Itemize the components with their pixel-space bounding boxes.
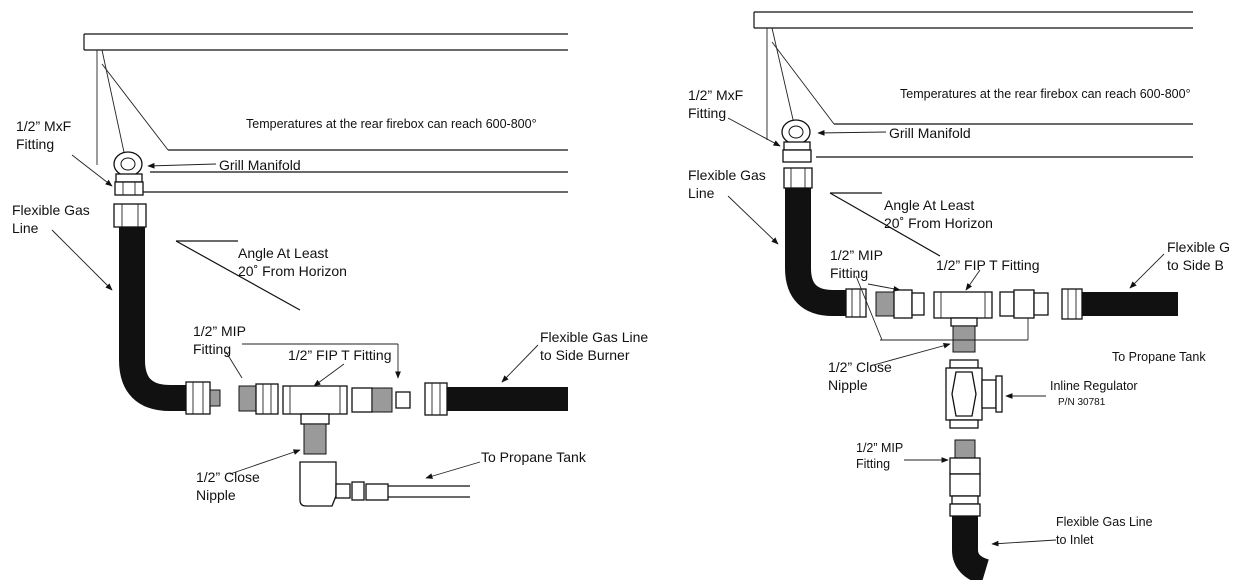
angle-note-right-2: 20˚ From Horizon [884, 215, 993, 231]
flex-side-burner-label-left-1: Flexible Gas Line [540, 329, 648, 345]
grill-manifold-label-right: Grill Manifold [889, 125, 971, 141]
fitting-chain-right [845, 288, 1083, 353]
mxf-fitting-label-left-2: Fitting [16, 136, 54, 152]
hose-coupler-top-left [113, 203, 147, 228]
temperature-note-left: Temperatures at the rear firebox can rea… [246, 117, 537, 131]
grill-manifold-label-left: Grill Manifold [219, 157, 301, 173]
elbow-to-tank-left [299, 461, 470, 507]
flex-side-burner-label-left-2: to Side Burner [540, 347, 630, 363]
mip-fitting-label-left-2: Fitting [193, 341, 231, 357]
to-propane-tank-label-right: To Propane Tank [1112, 350, 1206, 364]
mxf-fitting-label-right-1: 1/2” MxF [688, 87, 743, 103]
fip-t-fitting-label-left: 1/2” FIP T Fitting [288, 347, 392, 363]
angle-note-right-1: Angle At Least [884, 197, 974, 213]
angle-note-left-1: Angle At Least [238, 245, 328, 261]
mip-fitting-lower-label-1: 1/2” MIP [856, 441, 903, 455]
fitting-chain-left [185, 381, 448, 455]
grill-manifold-elbow-right [781, 119, 812, 163]
flex-side-burner-label-right-1: Flexible G [1167, 239, 1230, 255]
flexible-gas-hose-right [785, 188, 848, 316]
close-nipple-label-left-1: 1/2” Close [196, 469, 260, 485]
grill-manifold-elbow-left [113, 151, 144, 196]
flexible-gas-line-label-right-1: Flexible Gas [688, 167, 766, 183]
angle-guide-right [829, 192, 941, 257]
flex-to-inlet-label-1: Flexible Gas Line [1056, 515, 1153, 529]
to-propane-tank-label-left: To Propane Tank [481, 449, 587, 465]
right-diagram: Temperatures at the rear firebox can rea… [688, 11, 1230, 580]
flex-to-inlet-label-2: to Inlet [1056, 533, 1094, 547]
lower-fittings-right [949, 439, 981, 517]
inline-regulator-label: Inline Regulator [1050, 379, 1138, 393]
mxf-fitting-label-right-2: Fitting [688, 105, 726, 121]
close-nipple-label-right-1: 1/2” Close [828, 359, 892, 375]
mip-fitting-label-left-1: 1/2” MIP [193, 323, 246, 339]
grill-body-right [753, 11, 1193, 158]
mxf-fitting-label-left-1: 1/2” MxF [16, 118, 71, 134]
grill-body-left [83, 33, 568, 193]
mip-fitting-lower-label-2: Fitting [856, 457, 890, 471]
leader-lines-right [727, 117, 1165, 547]
regulator-part-number: P/N 30781 [1058, 397, 1106, 408]
leader-lines-left [51, 154, 539, 479]
close-nipple-label-right-2: Nipple [828, 377, 868, 393]
angle-guide-left [175, 240, 301, 311]
temperature-note-right: Temperatures at the rear firebox can rea… [900, 87, 1191, 101]
flexible-gas-line-label-left-2: Line [12, 220, 39, 236]
close-nipple-label-left-2: Nipple [196, 487, 236, 503]
left-diagram: Temperatures at the rear firebox can rea… [12, 33, 648, 507]
flex-side-burner-label-right-2: to Side B [1167, 257, 1224, 273]
inline-regulator [945, 359, 1003, 429]
angle-note-left-2: 20˚ From Horizon [238, 263, 347, 279]
flexible-hose-inlet-right [952, 516, 990, 580]
hose-coupler-top-right [783, 167, 813, 189]
mip-fitting-label-right-1: 1/2” MIP [830, 247, 883, 263]
flexible-gas-hose-left [119, 227, 188, 411]
flexible-gas-line-label-left-1: Flexible Gas [12, 202, 90, 218]
flexible-gas-line-label-right-2: Line [688, 185, 715, 201]
fip-t-fitting-label-right: 1/2” FIP T Fitting [936, 257, 1040, 273]
mip-fitting-label-right-2: Fitting [830, 265, 868, 281]
